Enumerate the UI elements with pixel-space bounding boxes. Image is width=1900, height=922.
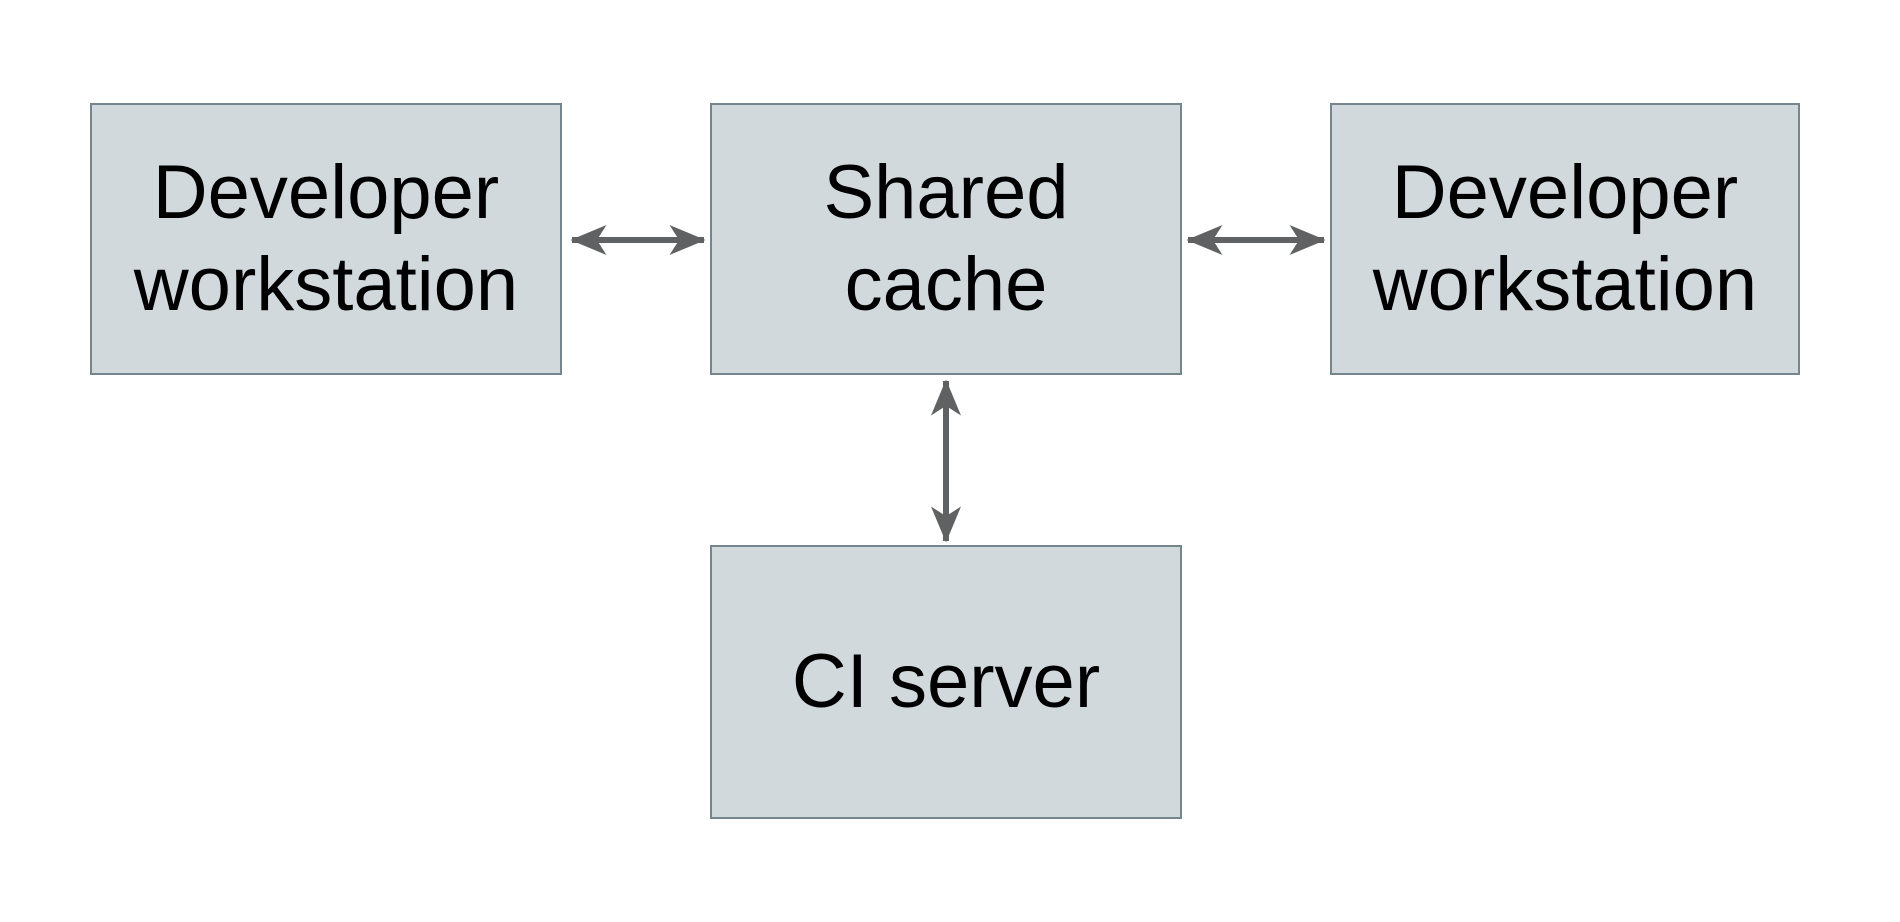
node-label: Shared cache bbox=[823, 150, 1069, 327]
node-developer-workstation-left: Developer workstation bbox=[90, 103, 562, 375]
node-shared-cache: Shared cache bbox=[710, 103, 1182, 375]
node-label: Developer workstation bbox=[1372, 150, 1758, 327]
node-label: CI server bbox=[791, 639, 1101, 724]
node-developer-workstation-right: Developer workstation bbox=[1330, 103, 1800, 375]
node-label: Developer workstation bbox=[133, 150, 519, 327]
node-ci-server: CI server bbox=[710, 545, 1182, 819]
